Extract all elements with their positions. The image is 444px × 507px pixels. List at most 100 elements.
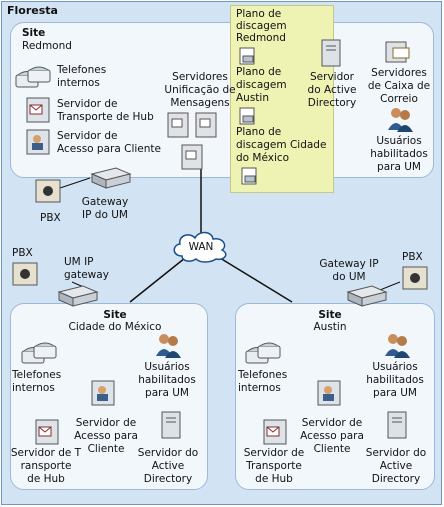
austin-um-users-icon [385, 334, 410, 358]
redmond-um-servers-label-1: Servidores [172, 71, 228, 83]
dial-plan-redmond-icon [239, 47, 255, 65]
austin-um-users-label-1: Usuários [372, 361, 418, 373]
dial-plan-mexico-label-1: Plano de [236, 126, 282, 138]
austin-ad-label-1: Servidor do [365, 447, 427, 459]
austin-ad-label-2: Active [379, 460, 413, 472]
redmond-gateway-label-2: IP do UM [82, 209, 128, 221]
mexico-phones-icon [21, 342, 57, 364]
redmond-phones-label-2: internos [57, 77, 100, 89]
forest-title: Floresta [7, 4, 58, 17]
austin-gateway-icon [346, 285, 388, 307]
redmond-mailbox-label-2: de Caixa de [367, 80, 431, 92]
redmond-um-users-label-3: para UM [377, 161, 421, 173]
dial-plan-redmond-label-3: Redmond [236, 32, 286, 44]
redmond-ad-label-3: Directory [307, 97, 357, 109]
dial-plan-austin-label-1: Plano de [236, 66, 282, 78]
redmond-ad-label-1: Servidor [310, 71, 354, 83]
austin-um-users-label-3: para UM [373, 387, 417, 399]
mexico-hub-label-3: de Hub [27, 473, 65, 485]
mexico-pbx-icon [12, 262, 38, 286]
austin-pbx-icon [402, 266, 428, 290]
mexico-site-title: Site [103, 309, 127, 321]
redmond-phones-label-1: Telefones [57, 64, 107, 76]
austin-gateway-label-1: Gateway IP [319, 258, 379, 270]
mexico-ad-server-icon [161, 411, 181, 439]
mexico-um-users-label-1: Usuários [144, 361, 190, 373]
dial-plan-mexico-icon [241, 167, 257, 185]
redmond-site-name: Redmond [22, 40, 72, 52]
wan-label: WAN [188, 241, 214, 253]
mexico-cas-server-icon [91, 380, 115, 406]
site-redmond [10, 22, 434, 178]
mexico-site-name: Cidade do México [68, 321, 162, 333]
austin-pbx-label: PBX [402, 251, 423, 263]
mexico-phones-label-1: Telefones [12, 369, 62, 381]
austin-phones-label-1: Telefones [238, 369, 288, 381]
dial-plan-redmond-label-1: Plano de [236, 8, 282, 20]
dial-plan-austin-label-3: Austin [236, 92, 269, 104]
mexico-hub-label-1: Servidor de T [10, 447, 82, 459]
austin-cas-label-1: Servidor de [301, 417, 363, 429]
mexico-phones-label-2: internos [12, 382, 55, 394]
mexico-hub-label-2: ransporte [20, 460, 72, 472]
redmond-um-users-label-1: Usuários [376, 135, 422, 147]
mexico-hub-server-icon [35, 419, 59, 445]
mexico-ad-label-3: Directory [143, 473, 193, 485]
dial-plan-austin-icon [239, 107, 255, 125]
redmond-hub-label-1: Servidor de [57, 98, 118, 110]
redmond-um-servers-label-3: Mensagens [170, 97, 230, 109]
austin-um-users-label-2: habilitados [366, 374, 424, 386]
austin-cas-label-3: Cliente [313, 443, 351, 455]
austin-cas-label-2: Acesso para [300, 430, 364, 442]
redmond-pbx-label: PBX [40, 212, 61, 224]
redmond-pbx-icon [35, 179, 61, 203]
mexico-ad-label-2: Active [151, 460, 185, 472]
wan-cloud-icon [173, 231, 227, 263]
redmond-hub-server-icon [26, 97, 50, 123]
austin-ad-server-icon [387, 411, 407, 439]
dial-plan-austin-label-2: discagem [236, 79, 287, 91]
redmond-mailbox-label-3: Correio [380, 93, 418, 105]
mexico-um-users-label-2: habilitados [138, 374, 196, 386]
redmond-cas-server-icon [26, 129, 50, 155]
mexico-um-users-label-3: para UM [145, 387, 189, 399]
mexico-cas-label-2: Acesso para [74, 430, 138, 442]
dial-plans-panel [230, 5, 334, 193]
redmond-ad-label-2: do Active [307, 84, 357, 96]
redmond-cas-label-1: Servidor de [57, 130, 118, 142]
redmond-cas-label-2: Acesso para Cliente [57, 143, 161, 155]
austin-phones-label-2: internos [238, 382, 281, 394]
redmond-um-servers-icon [167, 112, 217, 170]
redmond-um-users-icon [388, 108, 413, 132]
austin-site-name: Austin [313, 321, 347, 333]
redmond-phones-icon [15, 66, 51, 88]
austin-phones-icon [245, 342, 281, 364]
austin-gateway-label-2: do UM [332, 271, 366, 283]
austin-hub-label-3: de Hub [255, 473, 293, 485]
mexico-cas-label-1: Servidor de [75, 417, 137, 429]
mexico-pbx-label: PBX [12, 247, 33, 259]
redmond-mailbox-server-icon [385, 41, 410, 63]
mexico-gateway-label-1: UM IP [64, 256, 94, 268]
redmond-hub-label-2: Transporte de Hub [57, 111, 154, 123]
mexico-gateway-label-2: gateway [64, 269, 109, 281]
austin-hub-label-1: Servidor de [243, 447, 305, 459]
redmond-um-servers-label-2: Unificação de [164, 84, 236, 96]
austin-hub-label-2: Transporte [246, 460, 302, 472]
redmond-site-title: Site [22, 27, 46, 39]
dial-plan-mexico-label-2: discagem Cidade [236, 139, 327, 151]
redmond-mailbox-label-1: Servidores [371, 67, 427, 79]
redmond-um-users-label-2: habilitados [370, 148, 428, 160]
mexico-gateway-icon [57, 285, 99, 307]
dial-plan-redmond-label-2: discagem [236, 20, 287, 32]
mexico-um-users-icon [156, 334, 181, 358]
austin-cas-server-icon [317, 380, 341, 406]
austin-ad-label-3: Directory [371, 473, 421, 485]
mexico-ad-label-1: Servidor do [137, 447, 199, 459]
mexico-cas-label-3: Cliente [87, 443, 125, 455]
austin-hub-server-icon [263, 419, 287, 445]
redmond-gateway-icon [90, 167, 132, 189]
redmond-gateway-label-1: Gateway [81, 196, 129, 208]
